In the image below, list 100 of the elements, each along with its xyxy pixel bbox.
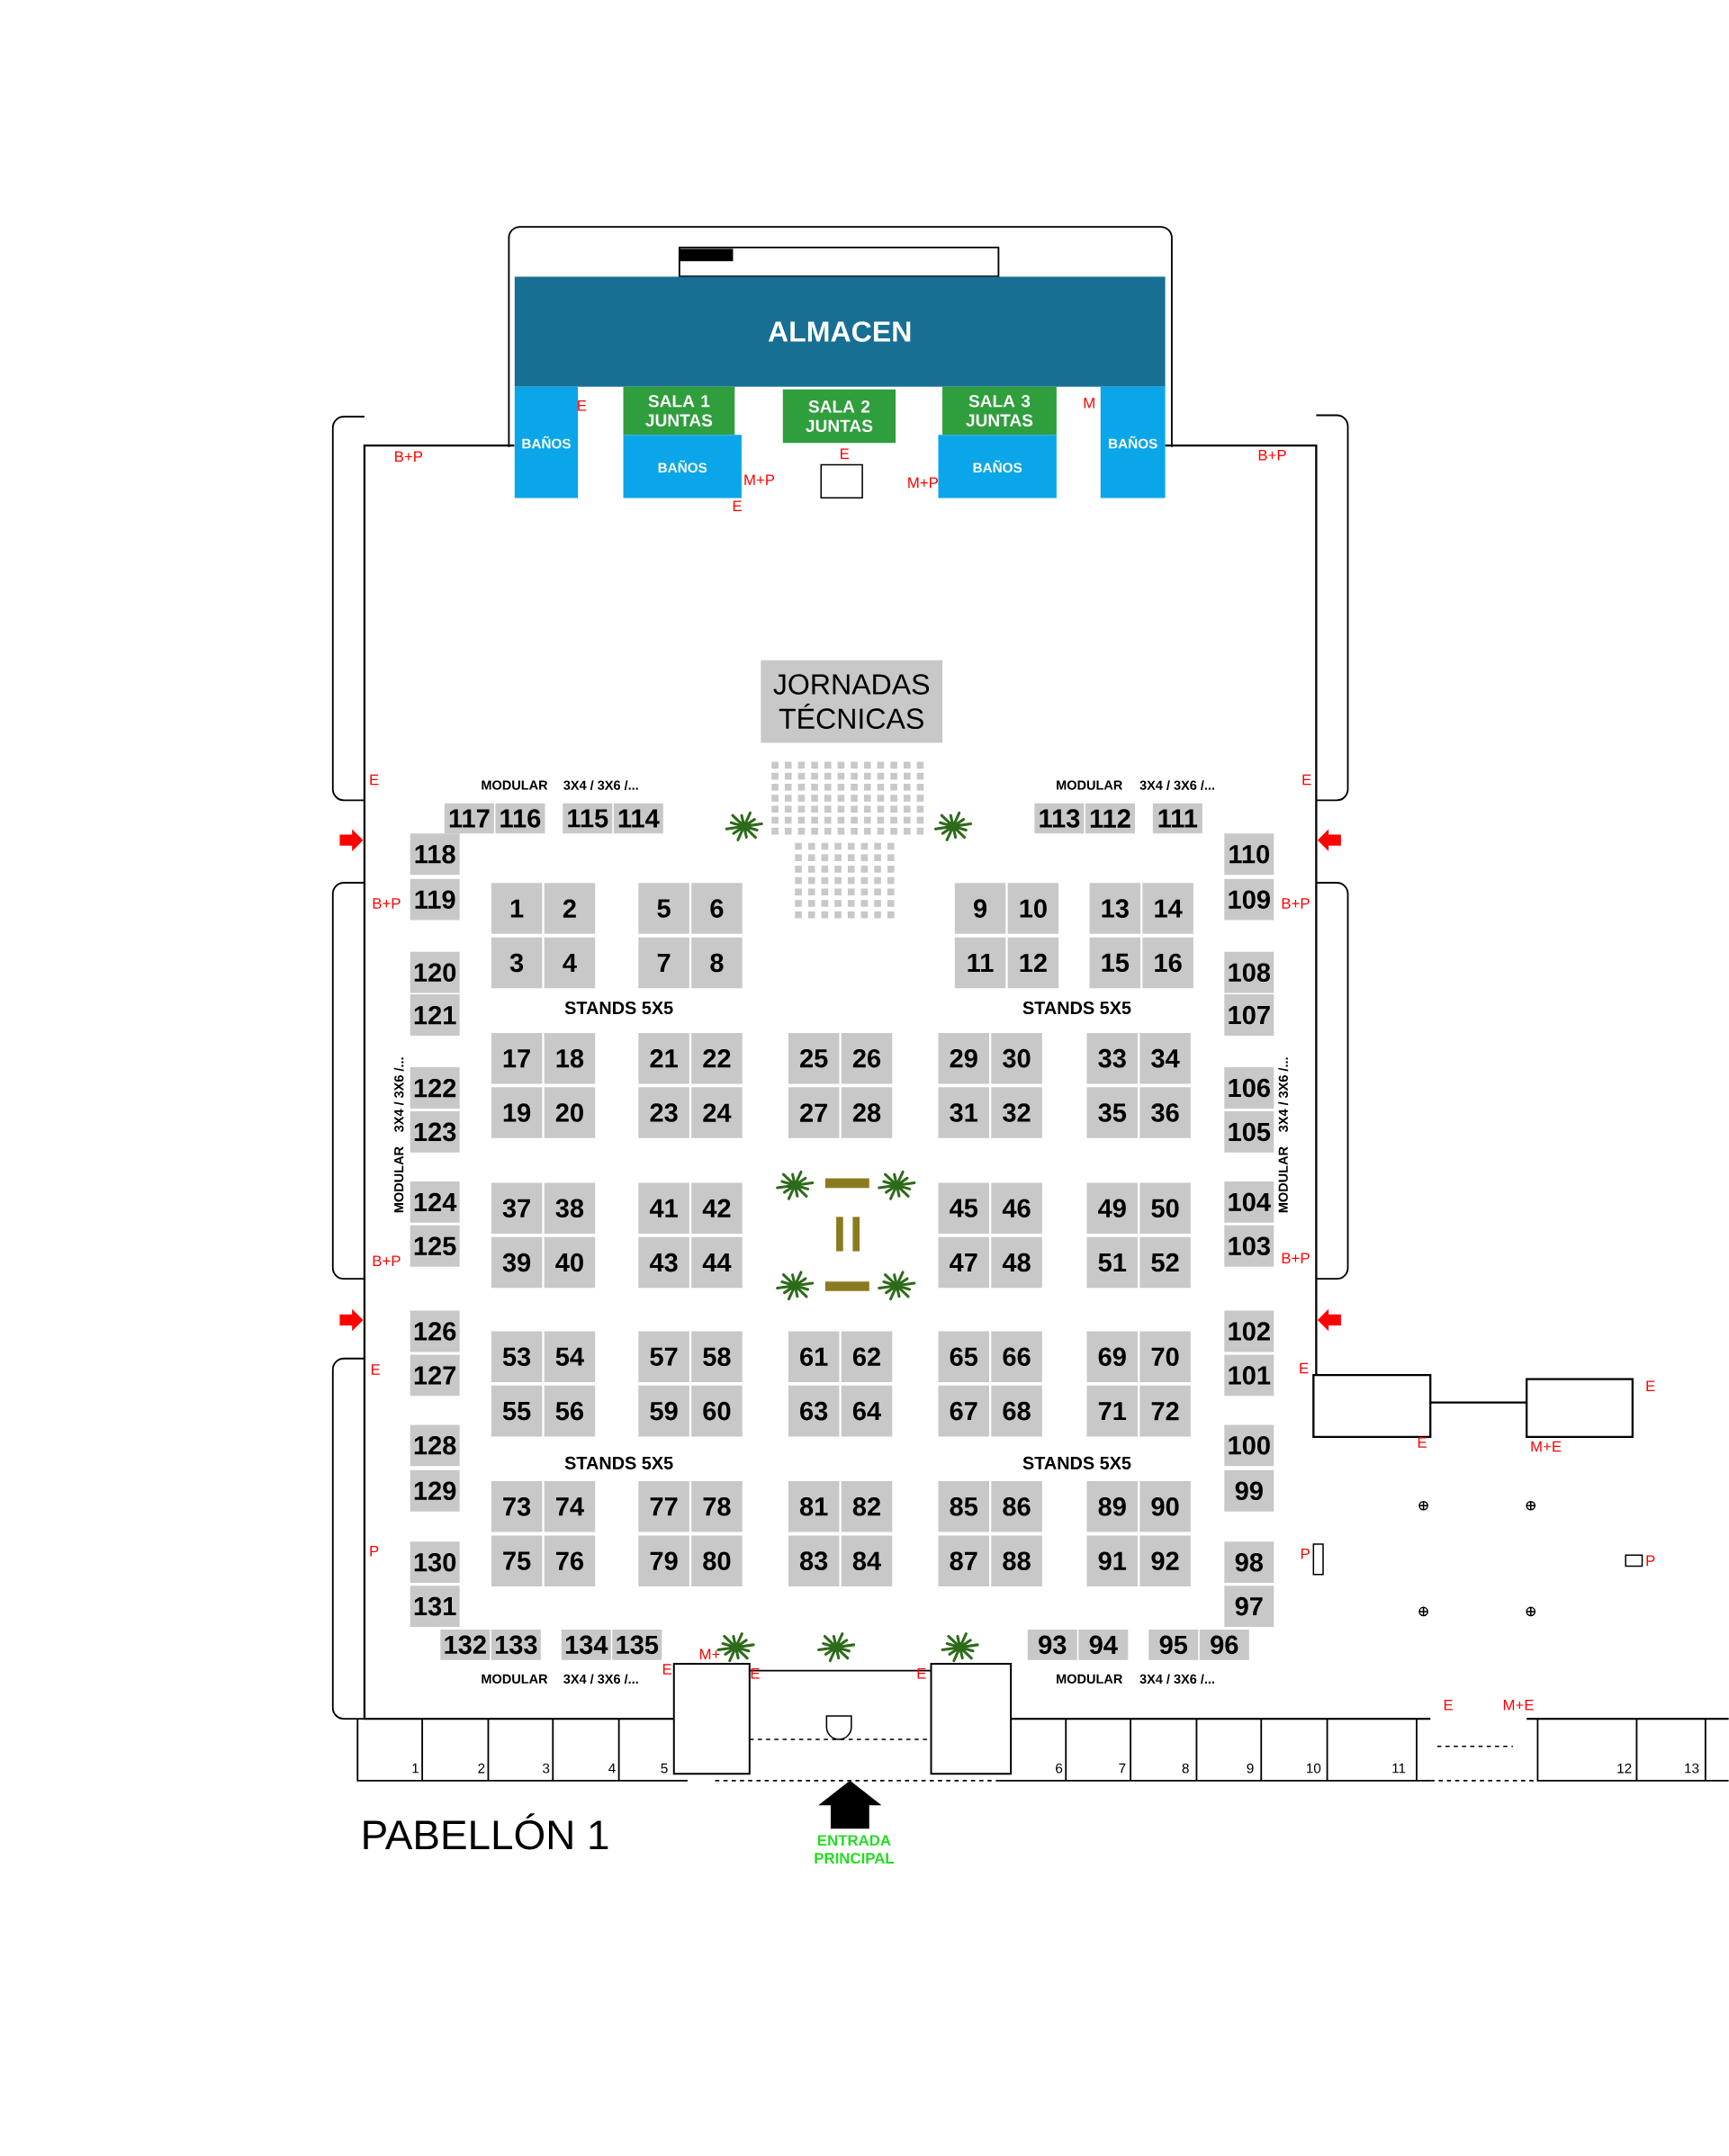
node-label: 27	[800, 1103, 828, 1122]
node-label: 32	[1003, 1103, 1031, 1122]
stand-box: 135	[612, 1630, 662, 1660]
stand-box: 102	[1224, 1310, 1274, 1352]
room-number: 11	[1392, 1763, 1406, 1774]
room-number: 3	[543, 1763, 550, 1774]
stand-box: 39	[491, 1236, 543, 1289]
stand-box: 57	[638, 1331, 689, 1383]
stand-box: 68	[991, 1385, 1042, 1437]
stand-box: 96	[1199, 1630, 1249, 1660]
marker-label: B+P	[1282, 1253, 1310, 1263]
stand-box: 66	[991, 1331, 1042, 1383]
stand-box: 119	[410, 878, 460, 921]
node-label: 62	[853, 1347, 881, 1367]
stand-box: 31	[938, 1087, 990, 1138]
zone-label: MODULAR	[1057, 780, 1123, 790]
stand-box: 131	[410, 1586, 460, 1627]
stand-box: 28	[841, 1087, 893, 1138]
marker-label: M+	[700, 1648, 720, 1660]
hall-title: PABELLÓN 1	[364, 1813, 608, 1850]
stand-box: 121	[410, 994, 460, 1036]
stand-box: 72	[1139, 1385, 1191, 1437]
node-label: 117	[449, 809, 490, 828]
node-label: 88	[1003, 1551, 1031, 1570]
stand-box: 95	[1148, 1630, 1199, 1660]
meeting-room: SALA 2 JUNTAS	[782, 389, 896, 444]
stand-box: 123	[410, 1111, 460, 1153]
stand-box: 5	[638, 883, 689, 934]
node-label: 115	[568, 809, 608, 828]
stand-box: 79	[638, 1535, 689, 1586]
stand-box: 126	[410, 1310, 460, 1352]
room-number: 13	[1685, 1763, 1699, 1774]
node-label: 48	[1002, 1253, 1031, 1272]
node-label: 38	[555, 1199, 584, 1218]
stand-box: 65	[938, 1331, 990, 1383]
zone-label: MODULAR	[1057, 1674, 1123, 1684]
stand-box: 60	[691, 1385, 743, 1437]
restroom-area: BAÑOS	[514, 386, 579, 499]
marker-label: E	[917, 1667, 926, 1679]
marker-label: E	[1646, 1380, 1655, 1392]
room-number: 4	[608, 1763, 616, 1774]
node-label: 74	[556, 1497, 585, 1516]
stand-box: 86	[991, 1481, 1042, 1532]
stand-box: 70	[1139, 1331, 1191, 1383]
stand-box: 69	[1086, 1331, 1139, 1383]
stand-box: 74	[544, 1481, 596, 1532]
node-label: 134	[565, 1635, 608, 1655]
marker-label: E	[1302, 774, 1311, 786]
stand-box: 101	[1224, 1354, 1274, 1397]
stand-box: 18	[544, 1032, 596, 1084]
room-number: 10	[1307, 1763, 1321, 1774]
zone-label: MODULAR	[482, 780, 548, 790]
stand-box: 56	[544, 1385, 596, 1437]
node-label: 75	[503, 1551, 531, 1570]
marker-label: P	[370, 1545, 379, 1557]
stand-box: 89	[1086, 1481, 1139, 1532]
stand-box: 128	[410, 1424, 460, 1467]
stand-box: 76	[544, 1535, 596, 1586]
node-label: 20	[555, 1103, 583, 1122]
zone-label: STANDS 5X5	[1022, 1002, 1131, 1015]
stand-box: 54	[544, 1331, 596, 1383]
node-label: 121	[414, 1005, 456, 1025]
marker-label: M	[1084, 397, 1094, 409]
stand-box: 80	[691, 1535, 743, 1586]
stand-box: 112	[1085, 803, 1136, 834]
stand-box: 29	[938, 1032, 990, 1084]
node-label: 112	[1090, 809, 1130, 828]
node-label: 132	[445, 1635, 486, 1655]
stand-box: 46	[991, 1182, 1042, 1234]
stand-box: 59	[638, 1385, 689, 1437]
zone-label: MODULAR	[482, 1674, 548, 1684]
marker-label: E	[372, 1364, 381, 1375]
node-label: 56	[555, 1401, 584, 1421]
stand-box: 124	[410, 1181, 460, 1223]
meeting-room: SALA 1 JUNTAS	[623, 386, 735, 436]
stand-box: 90	[1139, 1481, 1191, 1532]
stand-box: 88	[991, 1535, 1042, 1586]
node-label: 26	[852, 1048, 881, 1068]
node-label: 39	[502, 1253, 531, 1272]
stand-box: 83	[788, 1535, 840, 1586]
restroom-area: BAÑOS	[623, 435, 743, 499]
node-label: 34	[1151, 1048, 1180, 1068]
restroom-area: BAÑOS	[938, 435, 1057, 499]
stand-box: 120	[410, 951, 460, 993]
marker-label: E	[1418, 1437, 1427, 1448]
stand-box: 43	[638, 1236, 689, 1289]
stand-box: 36	[1139, 1087, 1191, 1138]
stand-box: 111	[1152, 803, 1202, 834]
marker-label: P	[1646, 1555, 1655, 1567]
stand-box: 30	[991, 1032, 1042, 1084]
node-label: 93	[1039, 1635, 1067, 1655]
node-label: 11	[968, 953, 994, 972]
node-label: 30	[1003, 1048, 1031, 1068]
node-label: 46	[1002, 1199, 1031, 1218]
stand-box: 81	[788, 1481, 840, 1532]
room-number: 9	[1247, 1763, 1254, 1774]
stand-box: 99	[1224, 1469, 1274, 1512]
node-label: 55	[502, 1402, 531, 1421]
stand-box: 116	[495, 803, 545, 834]
node-label: 16	[1155, 953, 1182, 973]
